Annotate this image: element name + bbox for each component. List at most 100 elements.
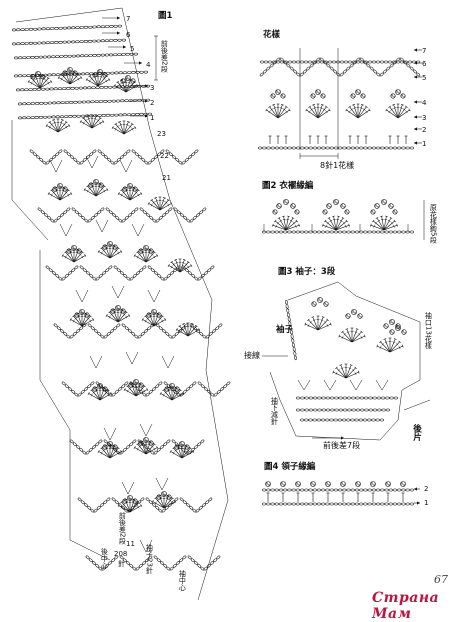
fig1-mesh-chain	[149, 216, 154, 220]
fig3-chain	[313, 408, 318, 412]
fig1-shell-fan	[49, 121, 59, 133]
fig1-shell-fan	[58, 77, 71, 85]
fig1-mesh-chain	[86, 155, 90, 159]
fig1-chain-row	[26, 74, 31, 77]
fig1-chain-row	[100, 39, 105, 43]
fig1-chain-row	[62, 87, 67, 90]
bobble-detail	[401, 94, 403, 97]
stitch-bar	[87, 118, 91, 120]
fig1-shell-fan	[109, 245, 115, 259]
stitch-bar	[141, 387, 144, 390]
fig1-chain-row	[122, 113, 127, 117]
stitch-bar	[309, 321, 312, 324]
stitch-top	[92, 318, 95, 321]
fig1-chain-row	[62, 26, 68, 30]
stitch-top	[379, 340, 382, 344]
fig1-mesh-chain	[93, 508, 98, 513]
fig1-popcorn	[102, 444, 108, 450]
fig1-chain-row	[39, 101, 44, 105]
fig1-shell-fan	[97, 79, 110, 87]
bobble-detail	[392, 331, 395, 334]
fig1-outline	[169, 199, 213, 301]
fig4-chain-row	[409, 502, 415, 506]
pattern-row-3: 3	[422, 114, 427, 122]
fig4-chain-row	[308, 488, 313, 492]
fig3-chain	[358, 418, 364, 422]
fig1-popcorn	[71, 245, 77, 251]
bobble-detail	[143, 246, 147, 249]
stitch-top	[162, 388, 165, 392]
bobble-detail	[283, 483, 286, 486]
stitch-bar	[292, 222, 296, 225]
fig1-mesh-chain	[103, 334, 108, 339]
fig1-chain-row	[133, 85, 138, 88]
bobble-detail	[100, 71, 103, 74]
fig1-mesh-chain	[138, 564, 143, 568]
stitch-top	[172, 446, 175, 450]
fig1-mesh-chain	[66, 207, 71, 212]
fig2-chain	[337, 230, 343, 234]
fig1-row-6: 6	[126, 31, 131, 39]
fig1-chain-row	[52, 101, 57, 105]
fig1-chain-row	[42, 55, 48, 59]
fig1-v-stitch	[127, 481, 135, 495]
bobble-detail	[133, 80, 136, 83]
fig2-popcorn	[392, 209, 398, 215]
stitch-bar	[384, 219, 388, 221]
bobble-detail	[403, 95, 406, 98]
fig1-mesh-chain	[95, 276, 100, 281]
fig1-shell-fan	[187, 325, 197, 337]
fig1-mesh-chain	[113, 326, 118, 330]
fig1-popcorn	[166, 494, 172, 500]
fig1-v-stitch	[161, 477, 169, 491]
fig1-chain-row	[58, 26, 63, 30]
fig4-chain-row	[321, 502, 326, 506]
stitch-bar	[295, 225, 297, 228]
fig2-chain	[274, 230, 279, 234]
fig1-mesh-chain	[90, 381, 95, 386]
fig1-mesh-chain	[169, 566, 174, 571]
fig2-chain	[371, 230, 377, 234]
bobble-detail	[357, 314, 361, 317]
fig1-popcorn	[169, 383, 175, 389]
fig3-chain	[299, 418, 305, 422]
fig1-shell-fan	[153, 313, 159, 327]
fig1-shell-fan	[129, 505, 142, 513]
stitch-top	[341, 216, 345, 219]
fig1-outline	[149, 129, 171, 201]
bobble-detail	[133, 499, 135, 502]
stitch-top	[107, 388, 110, 392]
stitch-top	[133, 446, 136, 449]
fig1-mesh-chain	[126, 149, 131, 154]
bobble-detail	[123, 310, 126, 313]
fig1-shell-fan	[46, 125, 59, 133]
fig3-v	[349, 379, 357, 391]
fig3-chain	[308, 396, 314, 400]
fig1-chain-row	[92, 25, 97, 29]
fig1-mesh-chain	[113, 448, 118, 452]
stitch-bar	[90, 393, 93, 397]
fig1-shell-fan	[170, 451, 183, 459]
fig1-mesh-chain	[196, 213, 200, 217]
fig1-mesh-chain	[161, 508, 166, 513]
fig1-v-stitch	[119, 159, 127, 173]
fig1-chain-row	[15, 88, 21, 92]
fig1-v-stitch	[91, 155, 99, 169]
fig3-leader	[403, 399, 431, 411]
bobble-detail	[321, 94, 323, 97]
fig1-v-stitch	[125, 159, 133, 173]
fig1-chain-row	[75, 54, 81, 58]
fig1-mesh-chain	[186, 503, 190, 507]
fig1-mesh-chain	[137, 439, 142, 444]
bobble-detail	[113, 310, 116, 313]
fig1-chain-row	[45, 27, 51, 31]
fig1-mesh-chain	[71, 268, 76, 272]
fig1-mesh-chain	[184, 158, 189, 162]
stitch-bar	[45, 79, 48, 82]
stitch-top	[120, 188, 123, 192]
fig3-chain	[360, 408, 365, 412]
fig1-mesh-chain	[122, 558, 127, 562]
fig1-mesh-chain	[181, 326, 186, 330]
fig1-shell-fan	[99, 393, 112, 401]
fig1-mesh-chain	[106, 497, 111, 502]
